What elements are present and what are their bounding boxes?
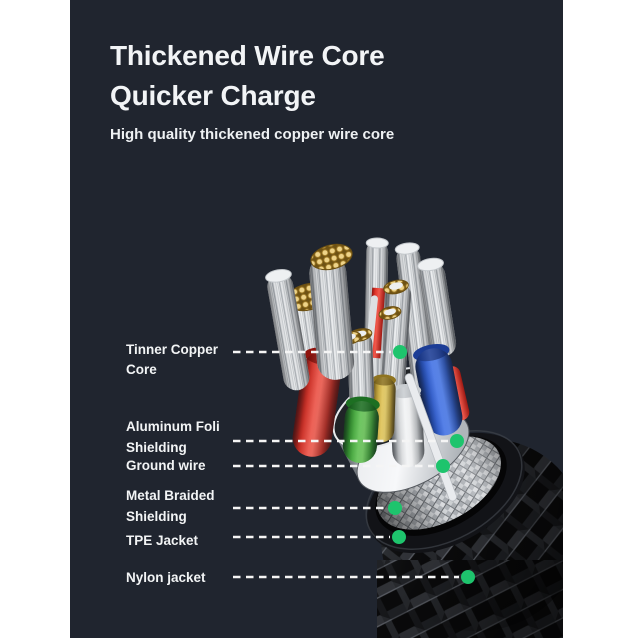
annotation-line: Aluminum Foli: [126, 419, 220, 434]
title-line-2: Quicker Charge: [110, 80, 316, 111]
annotation-tpe-jacket: TPE Jacket: [126, 531, 198, 551]
annotation-line: Shielding: [126, 509, 187, 524]
annotation-line: TPE Jacket: [126, 533, 199, 548]
annotation-metal-braided-shielding: Metal Braided Shielding: [126, 485, 215, 527]
marker-dot-ground-wire: [436, 459, 450, 473]
annotation-nylon-jacket: Nylon jacket: [126, 568, 206, 588]
page-title: Thickened Wire Core Quicker Charge: [110, 36, 385, 116]
marker-dot-metal-braided: [388, 501, 402, 515]
annotation-line: Ground wire: [126, 458, 206, 473]
annotation-line: Metal Braided: [126, 488, 215, 503]
annotation-line: Core: [126, 362, 157, 377]
nylon-jacket-graphic: [377, 438, 563, 638]
annotation-line: Shielding: [126, 440, 187, 455]
leader-lines: [233, 350, 459, 579]
markers: [388, 345, 475, 584]
marker-dot-tpe-jacket: [392, 530, 406, 544]
annotation-ground-wire: Ground wire: [126, 456, 206, 476]
title-line-1: Thickened Wire Core: [110, 40, 385, 71]
annotation-tinner-copper-core: Tinner Copper Core: [126, 340, 218, 380]
page-subtitle: High quality thickened copper wire core: [110, 126, 395, 143]
annotation-line: Nylon jacket: [126, 570, 206, 585]
annotation-aluminum-foil-shielding: Aluminum Foli Shielding: [126, 416, 220, 458]
marker-dot-nylon-jacket: [461, 570, 475, 584]
marker-dot-aluminum-foil: [450, 434, 464, 448]
marker-dot-tinner-copper-core: [393, 345, 407, 359]
inner-wires-graphic: [265, 237, 470, 502]
annotation-line: Tinner Copper: [126, 342, 219, 357]
